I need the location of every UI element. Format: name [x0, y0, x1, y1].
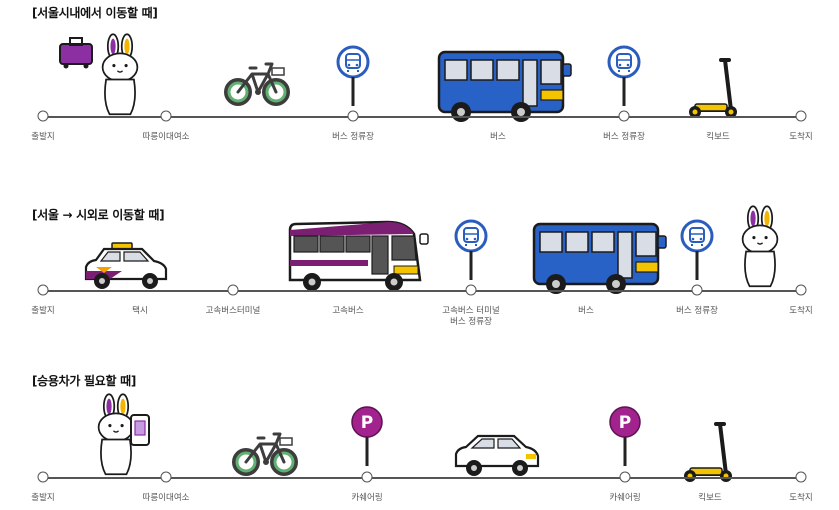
kick-scooter-icon — [680, 420, 736, 484]
stop-node — [691, 284, 703, 296]
express-bus-icon — [288, 220, 430, 292]
bus-stop-sign-icon — [680, 219, 714, 286]
stop-label: 고속버스 — [332, 306, 364, 316]
stop-node — [619, 471, 631, 483]
section-1-heading: [서울시내에서 이동할 때] — [32, 6, 158, 20]
stop-node — [37, 110, 49, 122]
stop-node — [160, 110, 172, 122]
stop-label: 따릉이대여소 — [142, 493, 190, 503]
stop-node — [795, 110, 807, 122]
stop-label: 고속버스터미널 — [205, 306, 261, 316]
stop-node — [361, 471, 373, 483]
stop-node — [795, 471, 807, 483]
section-3-heading: [승용차가 필요할 때] — [32, 374, 137, 388]
parking-sign-icon — [608, 405, 642, 472]
bicycle-icon — [222, 62, 292, 106]
stop-node — [37, 471, 49, 483]
stop-node — [618, 110, 630, 122]
rabbit-mascot-icon — [88, 33, 152, 116]
kick-scooter-icon — [685, 56, 741, 120]
stop-node — [465, 284, 477, 296]
stop-label: 출발지 — [31, 493, 55, 503]
stop-label: 고속버스 터미널 버스 정류장 — [442, 306, 499, 328]
stop-label: 킥보드 — [698, 493, 722, 503]
city-bus-icon — [437, 50, 573, 124]
bus-stop-sign-icon — [336, 45, 370, 112]
route-line — [43, 477, 801, 479]
stop-node — [37, 284, 49, 296]
stop-label: 도착지 — [789, 132, 813, 142]
bus-stop-sign-icon — [454, 219, 488, 286]
car-icon — [452, 432, 542, 478]
smartphone-icon — [130, 414, 150, 446]
bicycle-icon — [230, 432, 300, 476]
stop-node — [795, 284, 807, 296]
route-line — [43, 290, 801, 292]
stop-label: 택시 — [132, 306, 148, 316]
city-bus-icon — [532, 222, 668, 296]
stop-label: 카쉐어링 — [351, 493, 383, 503]
parking-sign-icon — [350, 405, 384, 472]
stop-label: 버스 정류장 — [603, 132, 645, 142]
stop-label: 버스 — [490, 132, 506, 142]
stop-label: 출발지 — [31, 306, 55, 316]
stop-node — [160, 471, 172, 483]
stop-label: 킥보드 — [706, 132, 730, 142]
stop-label-line: 고속버스 터미널 — [442, 306, 500, 316]
route-line — [43, 116, 801, 118]
stop-node — [227, 284, 239, 296]
suitcase-icon — [58, 37, 94, 69]
stop-label: 따릉이대여소 — [142, 132, 190, 142]
stop-node — [347, 110, 359, 122]
section-2-heading: [서울 → 시외로 이동할 때] — [32, 208, 165, 222]
rabbit-mascot-icon — [728, 205, 792, 288]
bus-stop-sign-icon — [607, 45, 641, 112]
stop-label: 카쉐어링 — [609, 493, 641, 503]
stop-label: 버스 정류장 — [332, 132, 374, 142]
stop-label: 버스 — [578, 306, 594, 316]
taxi-icon — [82, 242, 170, 291]
stop-label: 출발지 — [31, 132, 55, 142]
stop-label: 도착지 — [789, 306, 813, 316]
stop-label: 버스 정류장 — [676, 306, 718, 316]
stop-label: 도착지 — [789, 493, 813, 503]
stop-label-line: 버스 정류장 — [450, 317, 492, 327]
